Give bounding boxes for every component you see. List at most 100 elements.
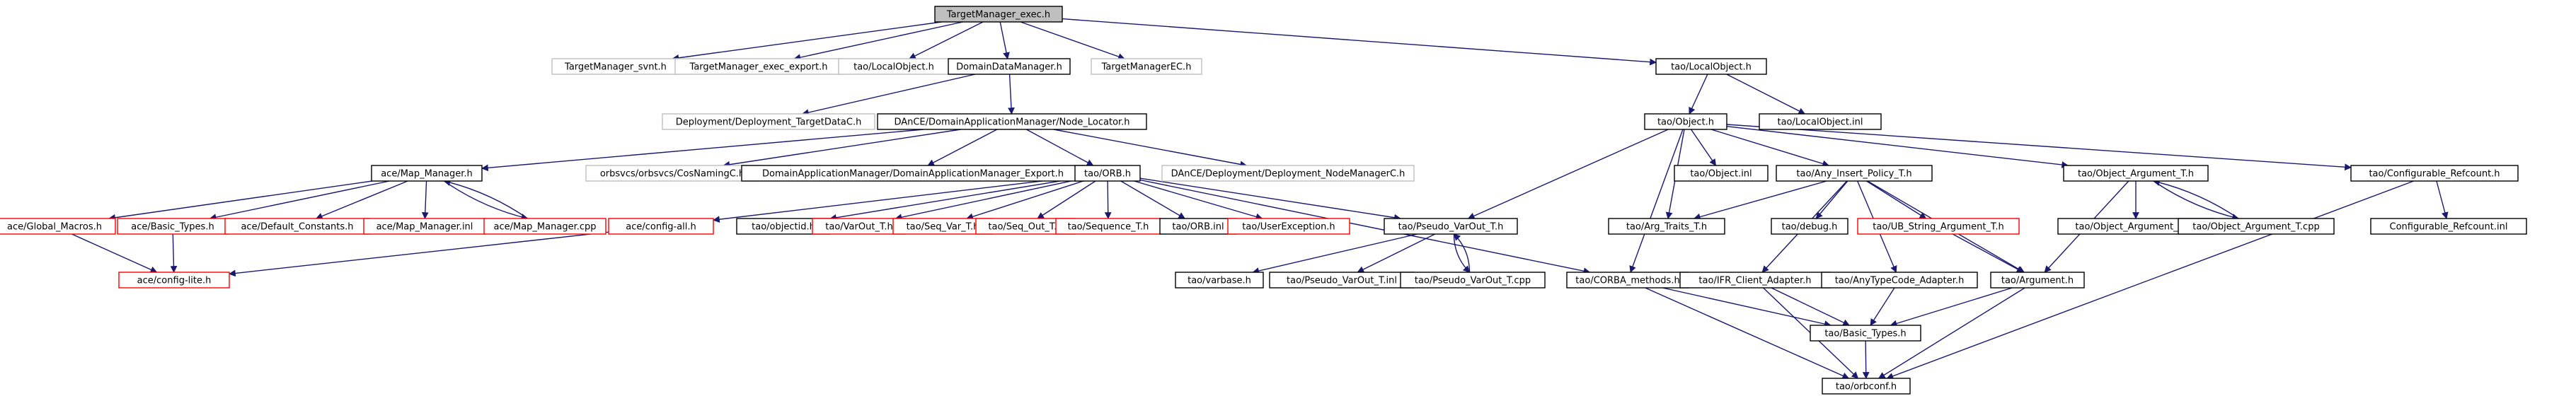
node-label: tao/UB_String_Argument_T.h [1873, 222, 2003, 233]
node-box [608, 218, 714, 235]
node-label: tao/Object_Argument_T.cpp [2192, 222, 2319, 233]
graph-node-config-lite[interactable]: ace/config-lite.h [118, 272, 230, 289]
edge-root-to-svnt [672, 21, 942, 62]
graph-node-obj-arg[interactable]: tao/Object_Argument_T.h [2063, 165, 2209, 182]
node-label: tao/Object.h [1657, 117, 1714, 128]
graph-node-objectid[interactable]: tao/objectid.h [736, 218, 831, 235]
graph-node-default-constants[interactable]: ace/Default_Constants.h [224, 218, 370, 235]
node-label: tao/AnyTypeCode_Adapter.h [1835, 276, 1965, 286]
graph-node-varout[interactable]: tao/VarOut_T.h [812, 218, 907, 235]
node-label: TargetManager_exec.h [946, 10, 1050, 21]
edge-orb-to-varout [895, 180, 1076, 221]
node-box [1990, 272, 2085, 289]
node-box [934, 6, 1063, 23]
node-box [1810, 325, 1921, 342]
node-label: tao/IFR_Client_Adapter.h [1698, 276, 1811, 286]
node-label: tao/LocalObject.h [1671, 62, 1752, 73]
edge-localobj2-to-tao-object [1689, 74, 1708, 115]
edge-argument-to-tao-basic-types [1890, 287, 2013, 327]
graph-node-argument[interactable]: tao/Argument.h [1990, 272, 2085, 289]
graph-node-anytypecode[interactable]: tao/AnyTypeCode_Adapter.h [1821, 272, 1978, 289]
graph-node-seqout[interactable]: tao/Seq_Out_T.h [975, 218, 1076, 235]
graph-node-root: TargetManager_exec.h [934, 6, 1063, 23]
node-box [2350, 165, 2519, 182]
graph-node-orbconf[interactable]: tao/orbconf.h [1822, 378, 1911, 395]
graph-node-object-inl[interactable]: tao/Object.inl [1674, 165, 1769, 182]
edge-pseudo-varout-to-varbase [1252, 233, 1418, 274]
graph-node-mapmgr-inl[interactable]: ace/Map_Manager.inl [363, 218, 486, 235]
graph-node-cfg-refcount[interactable]: tao/Configurable_Refcount.h [2350, 165, 2519, 182]
edge-orb-to-orb-inl [1120, 180, 1186, 219]
graph-node-nodeloc[interactable]: DAnCE/DomainApplicationManager/Node_Loca… [877, 113, 1147, 130]
node-box [2370, 218, 2527, 235]
node-label: tao/ORB.inl [1172, 222, 1224, 233]
graph-node-ifr-client[interactable]: tao/IFR_Client_Adapter.h [1679, 272, 1831, 289]
graph-node-any-insert[interactable]: tao/Any_Insert_Policy_T.h [1776, 165, 1933, 182]
graph-node-ace-basic-types[interactable]: ace/Basic_Types.h [117, 218, 229, 235]
graph-node-userexc[interactable]: tao/UserException.h [1227, 218, 1350, 235]
graph-node-ub-string[interactable]: tao/UB_String_Argument_T.h [1857, 218, 2020, 235]
node-label: tao/Basic_Types.h [1824, 329, 1906, 339]
edge-root-to-localobj1 [909, 21, 984, 59]
graph-node-sequence[interactable]: tao/Sequence_T.h [1055, 218, 1161, 235]
graph-node-corba-methods[interactable]: tao/CORBA_methods.h [1566, 272, 1689, 289]
node-label: tao/orbconf.h [1836, 382, 1897, 392]
edge-pseudo-varout-to-pseudo-inl [1357, 233, 1436, 273]
node-box [1857, 218, 2020, 235]
graph-node-tao-object[interactable]: tao/Object.h [1644, 113, 1727, 130]
graph-node-pseudo-cpp[interactable]: tao/Pseudo_VarOut_T.cpp [1400, 272, 1546, 289]
graph-node-obj-arg-inl[interactable]: tao/Object_Argument_T.inl [2057, 218, 2214, 235]
edge-tao-basic-types-to-orbconf [1862, 340, 1870, 379]
node-label: ace/Map_Manager.h [381, 169, 473, 180]
node-label: tao/Pseudo_VarOut_T.inl [1287, 276, 1397, 286]
edge-orb-to-seqvar [966, 180, 1084, 220]
node-box [1776, 165, 1933, 182]
graph-node-debug[interactable]: tao/debug.h [1771, 218, 1848, 235]
edge-tao-object-to-cfg-refcount [1726, 124, 2352, 171]
graph-node-localobj-inl[interactable]: tao/LocalObject.inl [1759, 113, 1882, 130]
edge-root-to-ddm [999, 21, 1010, 59]
node-box [1771, 218, 1848, 235]
graph-node-pseudo-varout[interactable]: tao/Pseudo_VarOut_T.h [1384, 218, 1518, 235]
graph-node-mapmgr-cpp[interactable]: ace/Map_Manager.cpp [483, 218, 606, 235]
node-box [1074, 165, 1141, 182]
graph-node-cosnaming: orbsvcs/orbsvcs/CosNamingC.h [585, 165, 759, 182]
graph-node-arg-traits[interactable]: tao/Arg_Traits_T.h [1608, 218, 1725, 235]
node-box [1227, 218, 1350, 235]
graph-node-exec-export: TargetManager_exec_export.h [674, 58, 843, 75]
edge-any-insert-to-debug [1815, 180, 1848, 219]
edge-cfg-refcount-to-cfg-refcount-inl [2436, 180, 2449, 219]
graph-node-config-all[interactable]: ace/config-all.h [608, 218, 714, 235]
graph-node-orb-inl[interactable]: tao/ORB.inl [1159, 218, 1237, 235]
graph-node-ddm[interactable]: DomainDataManager.h [948, 58, 1071, 75]
edge-argument-to-orbconf [1878, 287, 2025, 379]
graph-node-cfg-refcount-inl[interactable]: Configurable_Refcount.inl [2370, 218, 2527, 235]
node-label: ace/Global_Macros.h [7, 222, 102, 233]
graph-node-tdc: Deployment/Deployment_TargetDataC.h [662, 113, 875, 130]
graph-node-global-macros[interactable]: ace/Global_Macros.h [0, 218, 116, 235]
graph-node-dam-export[interactable]: DomainApplicationManager/DomainApplicati… [741, 165, 1085, 182]
edge-obj-arg-to-obj-arg-cpp [2153, 180, 2240, 221]
graph-node-obj-arg-cpp[interactable]: tao/Object_Argument_T.cpp [2178, 218, 2335, 235]
node-box [2063, 165, 2209, 182]
node-box [1400, 272, 1546, 289]
graph-node-seqvar[interactable]: tao/Seq_Var_T.h [892, 218, 993, 235]
graph-node-orb[interactable]: tao/ORB.h [1074, 165, 1141, 182]
node-label: tao/Configurable_Refcount.h [2369, 169, 2500, 180]
edge-tao-object-to-object-inl [1690, 129, 1717, 166]
nodes-layer: TargetManager_exec.hTargetManager_svnt.h… [0, 6, 2527, 395]
graph-node-tao-basic-types[interactable]: tao/Basic_Types.h [1810, 325, 1921, 342]
graph-node-varbase[interactable]: tao/varbase.h [1175, 272, 1264, 289]
graph-node-mapmgr[interactable]: ace/Map_Manager.h [371, 165, 483, 182]
graph-node-pseudo-inl[interactable]: tao/Pseudo_VarOut_T.inl [1269, 272, 1415, 289]
edge-root-to-localobj2 [1062, 18, 1657, 66]
node-label: tao/objectid.h [752, 222, 815, 233]
edge-orb-to-seqout [1037, 180, 1096, 219]
graph-node-localobj2[interactable]: tao/LocalObject.h [1655, 58, 1767, 75]
node-label: tao/debug.h [1782, 222, 1838, 233]
edge-cfg-refcount-to-orbconf [1886, 180, 2414, 380]
edge-nodeloc-to-cosnaming [723, 129, 961, 168]
node-label: tao/LocalObject.h [853, 62, 934, 73]
